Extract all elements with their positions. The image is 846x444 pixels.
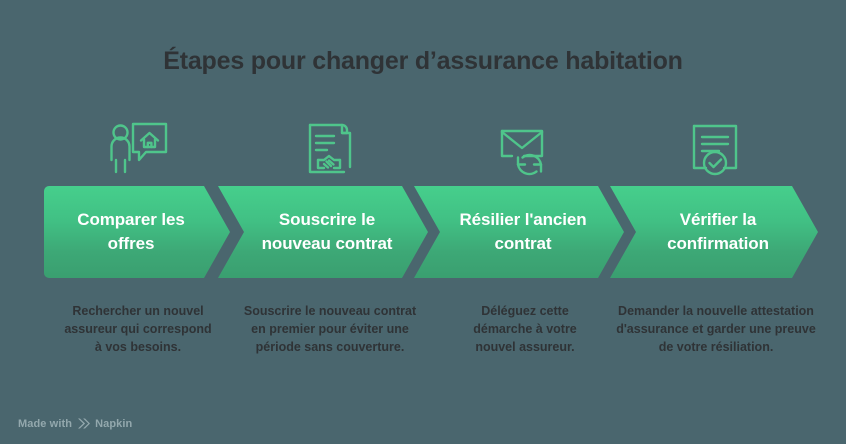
step-caption-2: Souscrire le nouveau contrat en premier …	[243, 304, 417, 354]
captions-row: Rechercher un nouvel assureur qui corres…	[0, 302, 846, 362]
envelope-refresh-icon	[496, 120, 554, 178]
person-house-speech-bubble-icon	[108, 120, 170, 178]
step-label-2: Souscrire le nouveau contrat	[261, 210, 393, 253]
step-arrow-4[interactable]: Vérifier la confirmation	[610, 186, 818, 278]
napkin-watermark: Made with Napkin	[18, 417, 132, 430]
step-caption-3: Déléguez cette démarche à votre nouvel a…	[473, 304, 577, 354]
document-check-badge-icon	[686, 120, 744, 178]
steps-arrow-band: Comparer les offres Souscrire le nouveau…	[0, 186, 846, 278]
step-label-3: Résilier l'ancien contrat	[459, 210, 587, 253]
step-label-4: Vérifier la confirmation	[667, 210, 769, 253]
step-arrow-1[interactable]: Comparer les offres	[44, 186, 230, 278]
icons-row	[0, 118, 846, 180]
step-label-1: Comparer les offres	[77, 210, 185, 253]
step-icon-4	[620, 118, 810, 180]
step-icon-3	[430, 118, 620, 180]
napkin-logo-icon	[77, 417, 91, 430]
watermark-prefix: Made with	[18, 417, 73, 430]
watermark-brand: Napkin	[95, 417, 133, 430]
step-icon-1	[44, 118, 234, 180]
contract-handshake-icon	[300, 120, 358, 178]
page-title: Étapes pour changer d’assurance habitati…	[163, 47, 683, 75]
step-arrow-3[interactable]: Résilier l'ancien contrat	[414, 186, 624, 278]
step-arrow-2[interactable]: Souscrire le nouveau contrat	[218, 186, 428, 278]
step-icon-2	[234, 118, 424, 180]
step-caption-1: Rechercher un nouvel assureur qui corres…	[64, 304, 212, 354]
step-caption-4: Demander la nouvelle attestation d'assur…	[616, 304, 816, 354]
